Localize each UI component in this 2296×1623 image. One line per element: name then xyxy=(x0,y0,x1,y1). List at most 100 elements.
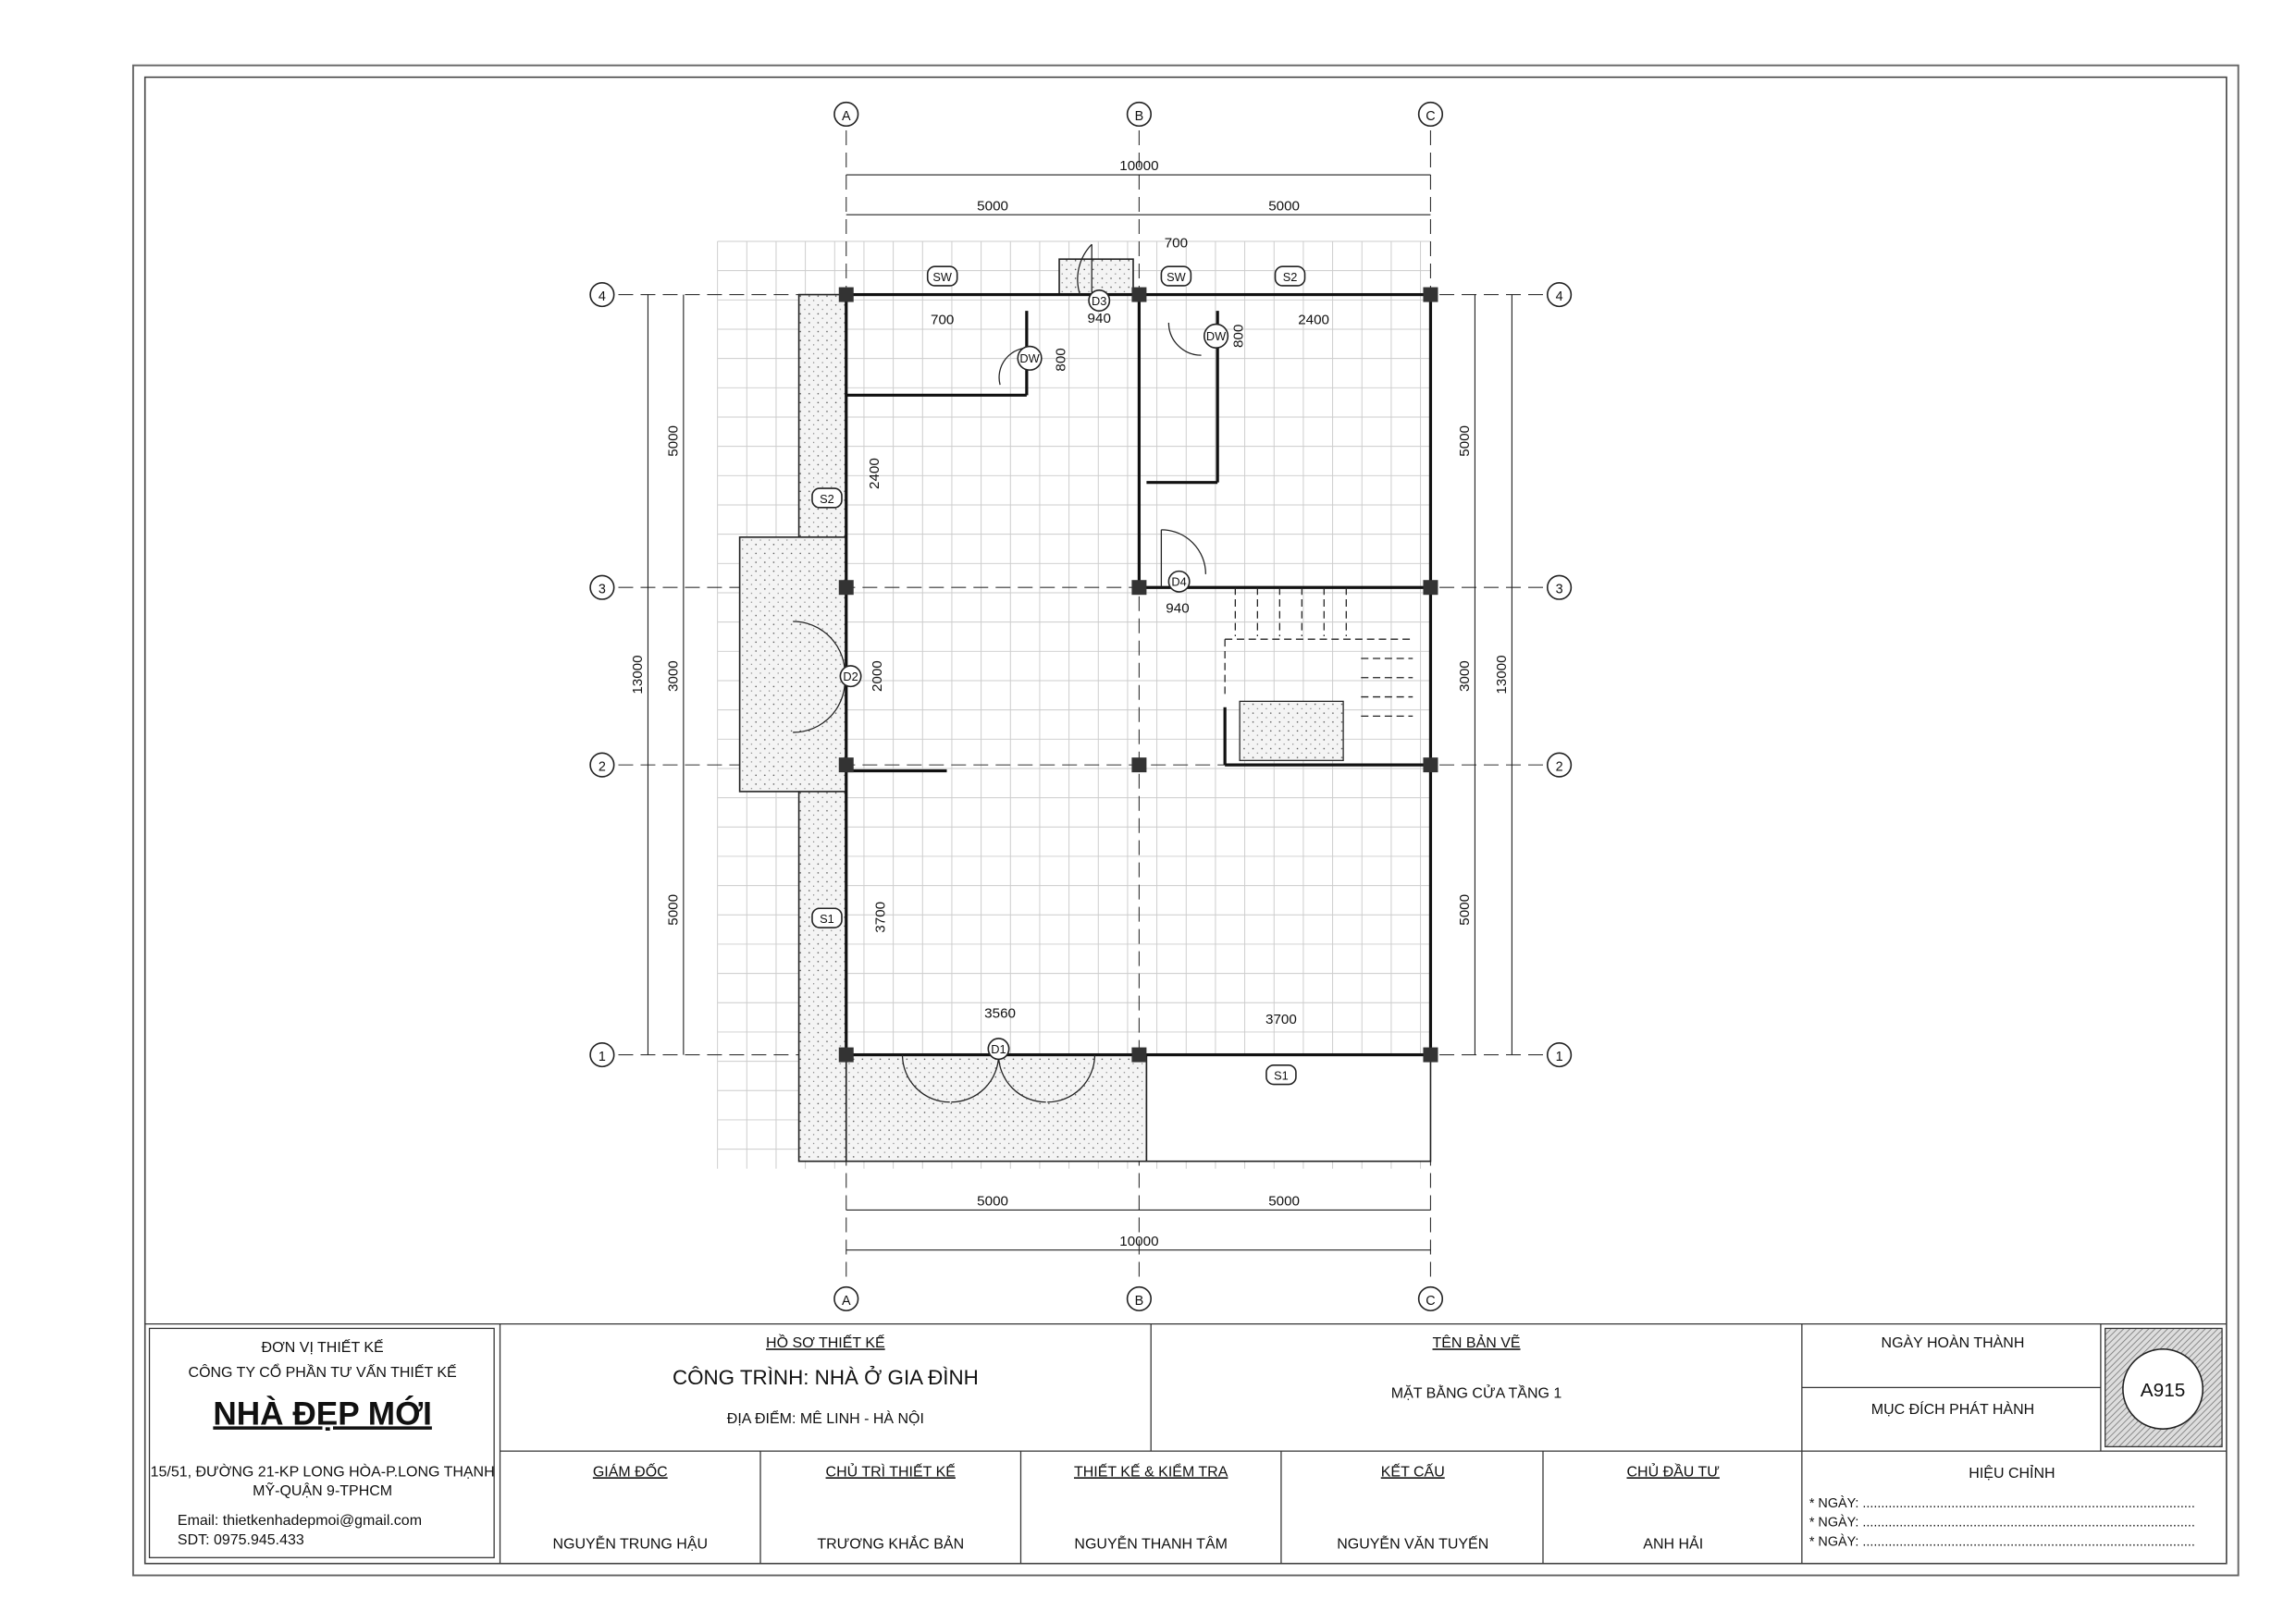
svg-text:4: 4 xyxy=(599,289,606,304)
completion-date-label: NGÀY HOÀN THÀNH xyxy=(1882,1334,2025,1351)
dim-top-a-b: 5000 xyxy=(977,198,1008,214)
company-phone: SDT: 0975.945.433 xyxy=(178,1532,304,1548)
company-heading: ĐƠN VỊ THIẾT KẾ xyxy=(262,1338,384,1356)
svg-text:C: C xyxy=(1426,1294,1435,1309)
axis-bubble-B-bottom: B xyxy=(1126,1285,1152,1312)
axis-bubble-B-top: B xyxy=(1126,101,1152,128)
issue-purpose-label: MỤC ĐÍCH PHÁT HÀNH xyxy=(1871,1400,2034,1418)
axis-bubbles: A B C A B C 4 3 2 1 4 3 2 1 xyxy=(589,101,1573,1312)
structural-column xyxy=(1423,757,1438,773)
doors xyxy=(793,243,1207,1103)
dim-bottom-a-b: 5000 xyxy=(977,1194,1008,1210)
structural-column xyxy=(838,580,854,596)
tag-d3: D3 xyxy=(1088,289,1111,312)
structural-column xyxy=(1423,287,1438,302)
svg-text:700: 700 xyxy=(931,313,954,328)
staircase xyxy=(1224,587,1413,761)
columns xyxy=(838,287,1438,1063)
title-block-text: ĐƠN VỊ THIẾT KẾ CÔNG TY CỔ PHẦN TƯ VẤN T… xyxy=(151,1333,2195,1552)
title-block xyxy=(144,1322,2227,1564)
axis-bubble-A-top: A xyxy=(833,101,859,128)
revision-line: * NGÀY: ................................… xyxy=(1809,1515,2195,1531)
svg-text:800: 800 xyxy=(1230,325,1246,348)
axis-bubble-3-left: 3 xyxy=(589,574,615,600)
tag-s2-left: S2 xyxy=(811,487,843,509)
inner-frame xyxy=(143,76,2228,1565)
entrance-step xyxy=(738,536,847,793)
role-title: GIÁM ĐỐC xyxy=(593,1461,668,1480)
dim-bottom-b-c: 5000 xyxy=(1268,1194,1300,1210)
svg-text:S1: S1 xyxy=(820,912,834,926)
role-person: ANH HẢI xyxy=(1643,1535,1703,1553)
structural-column xyxy=(838,757,854,773)
revision-heading: HIỆU CHỈNH xyxy=(1969,1464,2055,1482)
dimension-labels: 10000 5000 5000 5000 5000 10000 13000 50… xyxy=(630,158,1510,1249)
axis-bubble-C-top: C xyxy=(1417,101,1444,128)
svg-text:DW: DW xyxy=(1019,351,1040,365)
svg-text:1: 1 xyxy=(599,1050,606,1064)
axis-bubble-3-right: 3 xyxy=(1546,574,1573,600)
rear-step xyxy=(1058,258,1134,296)
company-address-1: 15/51, ĐƯỜNG 21-KP LONG HÒA-P.LONG THẠNH xyxy=(151,1462,495,1480)
axis-bubble-4-right: 4 xyxy=(1546,281,1573,308)
project-title: CÔNG TRÌNH: NHÀ Ở GIA ĐÌNH xyxy=(673,1366,979,1389)
role-title: CHỦ ĐẦU TƯ xyxy=(1627,1462,1720,1480)
svg-text:940: 940 xyxy=(1166,600,1189,616)
role-title: THIẾT KẾ & KIỂM TRA xyxy=(1074,1462,1228,1480)
drawing-heading: TÊN BẢN VẼ xyxy=(1433,1333,1521,1351)
sheet-number: A915 xyxy=(2141,1380,2186,1401)
dimension-lines xyxy=(647,174,1512,1251)
tag-d1: D1 xyxy=(987,1038,1010,1061)
tag-sw-left: SW xyxy=(926,265,958,287)
svg-text:SW: SW xyxy=(1167,270,1187,284)
dim-right-4-3: 5000 xyxy=(1457,425,1473,457)
revision-line: * NGÀY: ................................… xyxy=(1809,1495,2195,1511)
svg-text:3700: 3700 xyxy=(872,902,888,933)
structural-column xyxy=(1131,757,1147,773)
svg-text:SW: SW xyxy=(932,270,953,284)
tag-dw-right: DW xyxy=(1203,323,1229,349)
svg-text:2: 2 xyxy=(1556,760,1563,775)
tag-s2-top: S2 xyxy=(1274,265,1306,287)
svg-text:800: 800 xyxy=(1053,348,1068,371)
structural-column xyxy=(838,1047,854,1063)
svg-text:3: 3 xyxy=(1556,583,1563,597)
role-title: CHỦ TRÌ THIẾT KẾ xyxy=(826,1462,956,1480)
svg-text:4: 4 xyxy=(1556,289,1563,304)
structural-column xyxy=(1423,580,1438,596)
structural-column xyxy=(1131,580,1147,596)
company-address-2: MỸ-QUẬN 9-TPHCM xyxy=(253,1481,392,1499)
floor-plan: A B C A B C 4 3 2 1 4 3 2 1 10000 5000 5… xyxy=(589,101,1573,1312)
tag-d4: D4 xyxy=(1167,570,1191,593)
tag-dw-left: DW xyxy=(1017,345,1043,371)
svg-text:700: 700 xyxy=(1165,235,1188,251)
svg-text:1: 1 xyxy=(1556,1050,1563,1064)
dim-top-total: 10000 xyxy=(1119,158,1158,174)
tag-s1-left: S1 xyxy=(811,907,843,928)
svg-text:D3: D3 xyxy=(1092,294,1106,308)
tag-sw-right: SW xyxy=(1160,265,1192,287)
svg-text:S1: S1 xyxy=(1274,1069,1289,1083)
company-logo: NHÀ ĐẸP MỚI xyxy=(213,1395,432,1432)
tag-s1-bottom: S1 xyxy=(1265,1064,1297,1086)
svg-text:A: A xyxy=(842,1294,851,1309)
svg-text:D2: D2 xyxy=(843,670,858,683)
svg-text:D4: D4 xyxy=(1171,575,1186,589)
role-person: NGUYỄN TRUNG HẬU xyxy=(552,1535,708,1553)
axis-bubble-1-right: 1 xyxy=(1546,1041,1573,1068)
front-porch xyxy=(845,1053,1148,1162)
svg-text:D1: D1 xyxy=(991,1042,1006,1056)
svg-text:3560: 3560 xyxy=(984,1006,1016,1022)
dim-left-2-1: 5000 xyxy=(665,894,681,926)
axis-bubble-A-bottom: A xyxy=(833,1285,859,1312)
company-email: Email: thietkenhadepmoi@gmail.com xyxy=(178,1513,422,1529)
structural-column xyxy=(1131,287,1147,302)
outer-frame xyxy=(131,64,2240,1577)
svg-text:C: C xyxy=(1426,109,1435,124)
company-name: CÔNG TY CỔ PHẦN TƯ VẤN THIẾT KẾ xyxy=(189,1363,457,1381)
svg-text:3: 3 xyxy=(599,583,606,597)
svg-text:940: 940 xyxy=(1088,311,1111,326)
svg-text:3700: 3700 xyxy=(1265,1012,1297,1027)
role-title: KẾT CẤU xyxy=(1381,1462,1445,1480)
